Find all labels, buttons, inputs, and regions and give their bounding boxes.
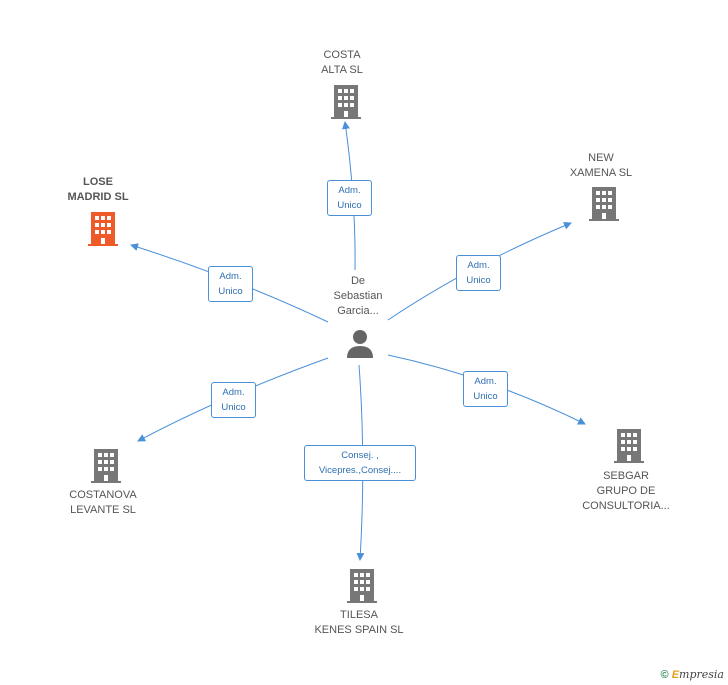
edge-label-costa: Adm. Unico bbox=[327, 180, 372, 216]
edge-label-sebgar: Adm. Unico bbox=[463, 371, 508, 407]
center-person-label[interactable]: De Sebastian Garcia... bbox=[333, 275, 383, 317]
node-label-sebgar[interactable]: SEBGAR GRUPO DE CONSULTORIA... bbox=[582, 470, 670, 512]
node-label-costa-alta[interactable]: COSTA ALTA SL bbox=[321, 49, 363, 76]
edge-label-lose: Adm. Unico bbox=[208, 266, 253, 302]
edge-label-tilesa: Consej. , Vicepres.,Consej.... bbox=[304, 445, 416, 481]
copyright-symbol: © bbox=[660, 669, 669, 681]
building-icon[interactable] bbox=[614, 429, 644, 463]
node-label-lose-madrid[interactable]: LOSE MADRID SL bbox=[67, 176, 129, 203]
node-label-new-xamena[interactable]: NEW XAMENA SL bbox=[569, 152, 633, 179]
edge-label-costanova: Adm. Unico bbox=[211, 382, 256, 418]
edge-label-new: Adm. Unico bbox=[456, 255, 501, 291]
building-icon[interactable] bbox=[347, 569, 377, 603]
node-label-tilesa-kenes[interactable]: TILESA KENES SPAIN SL bbox=[314, 609, 404, 636]
empresia-logo-text: mpresia bbox=[679, 668, 724, 681]
building-icon[interactable] bbox=[331, 85, 361, 119]
person-icon[interactable] bbox=[345, 328, 375, 358]
building-icon[interactable] bbox=[589, 187, 619, 221]
node-label-costanova-levante[interactable]: COSTANOVA LEVANTE SL bbox=[69, 489, 137, 516]
empresia-logo-e: E bbox=[671, 669, 680, 681]
building-icon-highlight[interactable] bbox=[88, 212, 118, 246]
empresia-copyright: © Empresia bbox=[661, 668, 724, 681]
building-icon[interactable] bbox=[91, 449, 121, 483]
